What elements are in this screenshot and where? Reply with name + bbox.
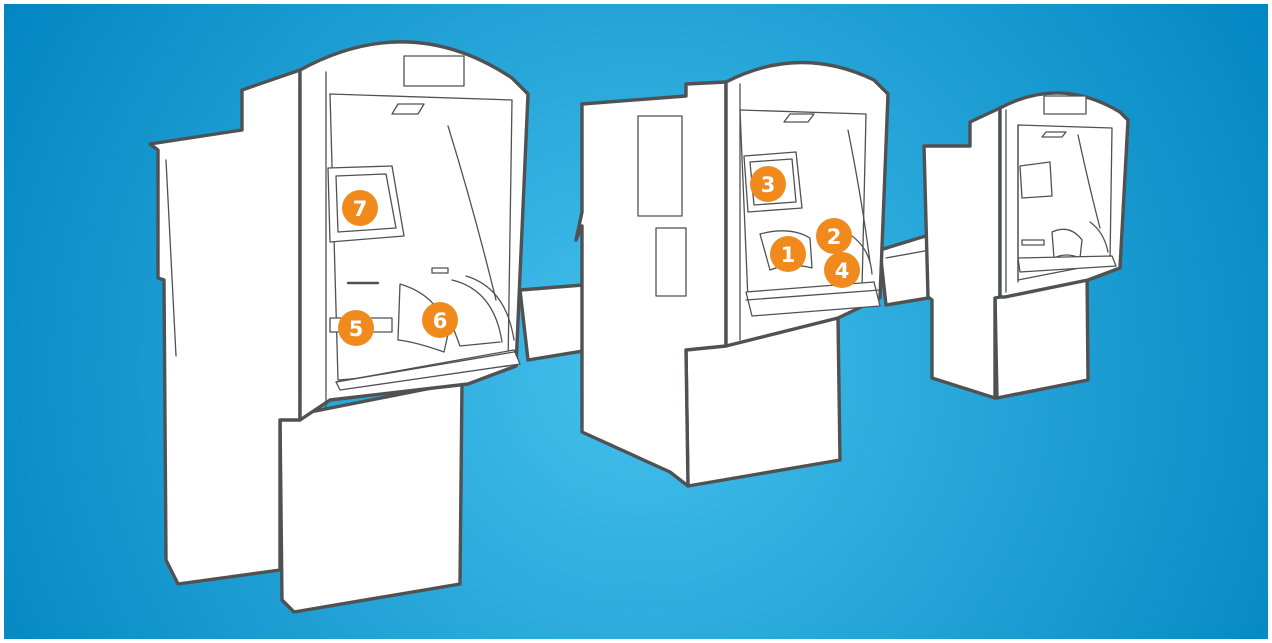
callout-label-4: 4	[835, 259, 850, 283]
callout-badge-1: 1	[770, 236, 806, 272]
callout-badge-2: 2	[816, 218, 852, 254]
callout-label-1: 1	[781, 243, 796, 267]
callout-label-6: 6	[433, 309, 448, 333]
callout-badge-7: 7	[342, 190, 378, 226]
callout-badge-5: 5	[338, 310, 374, 346]
callout-badge-3: 3	[750, 166, 786, 202]
callout-badge-6: 6	[422, 302, 458, 338]
callout-label-3: 3	[761, 173, 776, 197]
callout-label-7: 7	[353, 197, 368, 221]
callout-badge-4: 4	[824, 252, 860, 288]
callout-label-2: 2	[827, 225, 842, 249]
callout-label-5: 5	[349, 317, 364, 341]
